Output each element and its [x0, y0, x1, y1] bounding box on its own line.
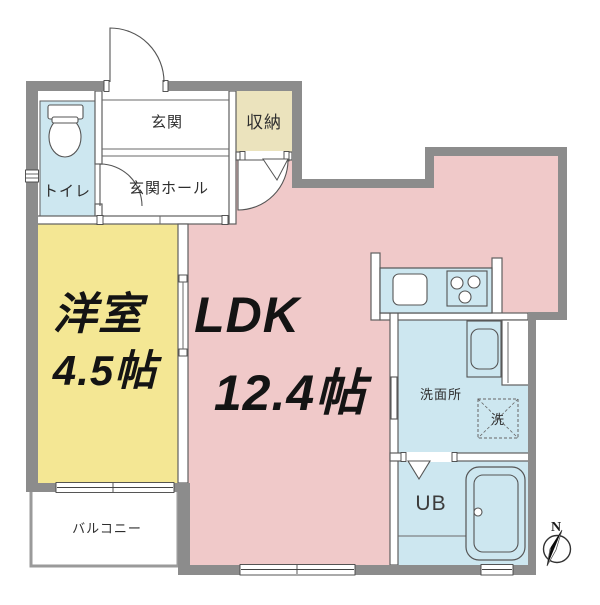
label-toilet: トイレ: [43, 183, 91, 200]
wall-segment: [292, 179, 434, 188]
wall-segment: [178, 483, 190, 575]
label-hall: 玄関ホール: [129, 180, 209, 197]
wall-segment: [425, 147, 567, 156]
door-opening: [404, 452, 452, 462]
toilet-icon: [47, 104, 84, 158]
wall-segment: [228, 90, 237, 225]
door-jamb: [221, 215, 229, 225]
wall-segment: [178, 565, 536, 575]
label-western-room: 洋室: [53, 290, 149, 339]
door-swing-icon: [99, 163, 143, 207]
sliding-window-icon: [239, 564, 356, 576]
sliding-window-icon: [480, 564, 514, 576]
kitchen-pillar: [491, 257, 503, 321]
folding-door-icon: [407, 460, 431, 481]
wall-segment: [379, 312, 529, 321]
doors: [99, 27, 431, 481]
washbasin-icon: [466, 320, 502, 378]
room-western: [38, 224, 178, 483]
sliding-door-stop: [178, 274, 188, 283]
label-washer: 洗: [491, 412, 505, 427]
bathtub-icon: [465, 466, 526, 561]
compass-icon: N: [542, 520, 572, 567]
wall-segment: [94, 90, 103, 165]
sliding-door-panel: [390, 376, 398, 420]
windows: [25, 80, 514, 576]
door-opening: [245, 151, 284, 161]
label-bathroom: UB: [415, 492, 446, 515]
kitchen-sink-icon: [392, 273, 428, 306]
door-jamb: [400, 452, 407, 462]
door-swing-icon: [237, 158, 289, 211]
room-fills: [38, 91, 567, 575]
label-western-room-size: 4.5帖: [52, 347, 162, 394]
door-opening: [107, 80, 164, 92]
label-storage: 収納: [246, 113, 282, 132]
compass-north-label: N: [551, 520, 561, 535]
wall-segment: [32, 215, 230, 225]
wall-segment: [425, 147, 434, 188]
wall-segment: [528, 312, 567, 320]
kitchen-pillar: [370, 252, 381, 321]
wall-segment: [292, 81, 302, 188]
door-swing-icon: [109, 27, 165, 83]
washing-machine-icon: [477, 398, 519, 439]
sliding-window-icon: [25, 169, 39, 183]
label-washroom: 洗面所: [420, 387, 462, 402]
label-balcony: バルコニー: [72, 521, 142, 536]
labels: 玄関 収納 トイレ 玄関ホール 洋室 4.5帖 LDK 12.4帖 洗面所 洗 …: [43, 113, 505, 536]
wall-segment: [26, 81, 38, 492]
label-genkan: 玄関: [151, 114, 183, 131]
sliding-door-stop: [178, 348, 188, 357]
door-jamb: [451, 452, 458, 462]
wall-segment: [558, 147, 567, 320]
label-ldk: LDK: [194, 287, 303, 343]
room-storage: [236, 91, 292, 152]
wall-segment: [389, 312, 399, 566]
sliding-window-icon: [55, 482, 175, 493]
door-jamb: [162, 80, 169, 92]
wall-segment: [528, 312, 536, 575]
stove-icon: [446, 270, 488, 307]
door-jamb: [96, 215, 104, 225]
label-ldk-size: 12.4帖: [214, 365, 372, 421]
door-jamb: [103, 80, 110, 92]
fixtures: [47, 104, 526, 561]
